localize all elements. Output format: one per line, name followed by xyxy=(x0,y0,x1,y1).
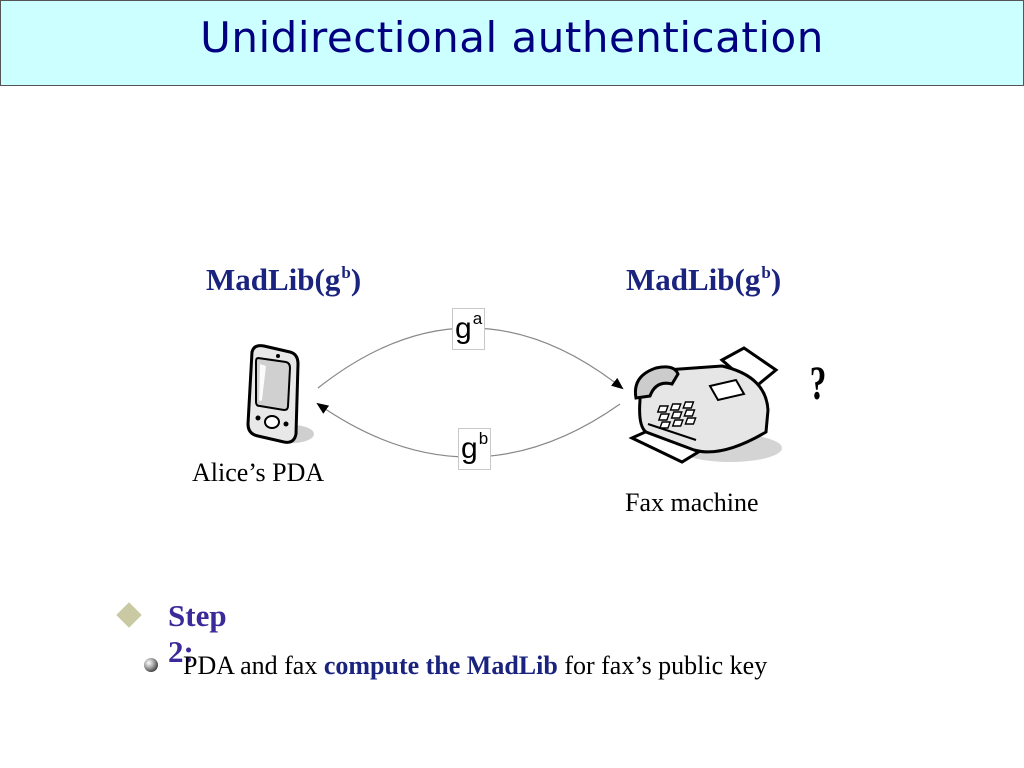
right-madlib-label: MadLib(gb) xyxy=(626,262,782,297)
sub-bullet-text: PDA and fax compute the MadLib for fax’s… xyxy=(183,651,767,681)
fax-machine-icon xyxy=(628,346,782,464)
fax-label: Fax machine xyxy=(625,488,759,517)
question-mark: ? xyxy=(809,357,827,410)
sub-text-highlight: compute the MadLib xyxy=(323,651,558,680)
message-gb-box: gb xyxy=(458,428,492,470)
pda-label: Alice’s PDA xyxy=(192,458,325,487)
slide-title: Unidirectional authentication xyxy=(200,13,824,62)
title-bar: Unidirectional authentication xyxy=(0,0,1024,86)
message-ga-box: ga xyxy=(452,308,486,350)
left-madlib-label: MadLib(gb) xyxy=(206,262,362,297)
sub-text-prefix: PDA and fax xyxy=(183,651,324,680)
sphere-bullet-icon xyxy=(144,658,158,672)
sub-text-suffix: for fax’s public key xyxy=(557,651,768,680)
step-label: Step 2: xyxy=(168,598,227,669)
pda-icon xyxy=(246,344,314,444)
